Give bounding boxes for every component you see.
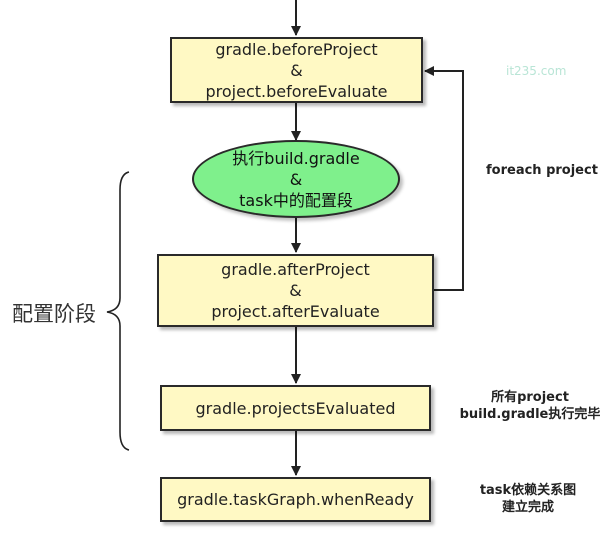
node-line: &: [290, 60, 303, 80]
node-line: task中的配置段: [239, 190, 353, 210]
node-line: 执行build.gradle: [232, 148, 360, 168]
node-line: gradle.projectsEvaluated: [195, 398, 396, 418]
node-line: &: [289, 169, 303, 189]
task-graph-node: gradle.taskGraph.whenReady: [160, 477, 431, 522]
task-graph-note: task依赖关系图 建立完成: [470, 482, 586, 516]
note-line: task依赖关系图: [479, 483, 577, 498]
node-line: project.afterEvaluate: [211, 302, 380, 321]
node-line: &: [289, 281, 302, 300]
foreach-project-note: foreach project: [486, 162, 598, 179]
node-line: project.beforeEvaluate: [205, 81, 388, 101]
note-line: foreach project: [486, 163, 598, 178]
note-line: build.gradle执行完毕: [459, 407, 601, 422]
before-project-node: gradle.beforeProject & project.beforeEva…: [170, 37, 423, 103]
node-line: gradle.beforeProject: [215, 39, 378, 59]
after-project-node: gradle.afterProject & project.afterEvalu…: [157, 254, 434, 327]
left-brace: [106, 171, 130, 451]
note-line: 所有project: [491, 390, 569, 405]
projects-evaluated-node: gradle.projectsEvaluated: [160, 385, 431, 431]
build-gradle-node: 执行build.gradle & task中的配置段: [192, 140, 400, 218]
node-line: gradle.afterProject: [221, 260, 370, 279]
note-line: 建立完成: [501, 500, 554, 515]
arrow-foreach-loop: [424, 66, 464, 291]
node-line: gradle.taskGraph.whenReady: [177, 490, 414, 509]
all-projects-note: 所有project build.gradle执行完毕: [450, 389, 610, 423]
watermark: it235.com: [506, 64, 567, 78]
config-phase-label: 配置阶段: [12, 302, 96, 326]
